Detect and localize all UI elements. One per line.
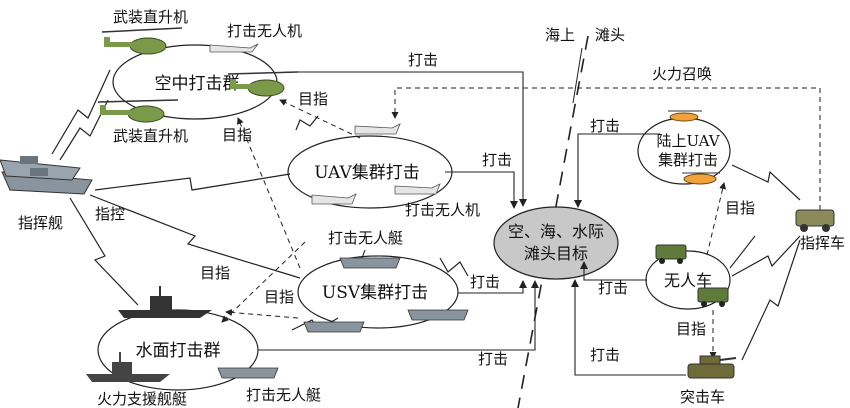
arrow-aim-usv-to-surface (225, 309, 299, 319)
arrow-aim-uav-to-air (279, 99, 361, 139)
target-node (493, 206, 619, 280)
arrow-strike-land-uav (574, 133, 660, 208)
comm-uav-air (295, 115, 319, 131)
armed-helicopter-icon (227, 71, 299, 97)
edge-label-aim-air-uav: 目指 (298, 90, 328, 108)
armed-heli-top-label: 武装直升机 (113, 8, 188, 26)
air-strike-label: 空中打击群 (155, 74, 240, 94)
strike-usv-bottom-label: 打击无人艇 (246, 386, 321, 404)
arrow-aim-uav-to-surface (221, 241, 306, 323)
edge-label-aim-usv-left: 目指 (200, 264, 230, 282)
command-ship-label: 指挥舰 (18, 214, 63, 232)
usv-icon (217, 367, 279, 379)
arrow-strike-uav (445, 171, 518, 209)
uav-swarm-label: UAV集群打击 (314, 163, 420, 183)
link-cmdvehicle-ugv (729, 235, 756, 269)
command-ship-icon (0, 156, 93, 195)
edge-label-aim-air-left: 目指 (222, 126, 252, 144)
edge-label-strike-assault: 打击 (590, 346, 620, 364)
beach-label: 滩头 (595, 26, 625, 44)
armed-helicopter-icon (101, 27, 183, 55)
edge-label-strike-surface: 打击 (478, 350, 508, 368)
comm-ship-usv (89, 194, 301, 279)
target-label-line1: 空、海、水际 (508, 222, 604, 241)
armed-heli-bottom-label: 武装直升机 (113, 127, 188, 145)
edge-label-strike-land-uav: 打击 (590, 117, 620, 135)
ugv-icon (697, 287, 729, 307)
arrow-strike-assault (571, 279, 686, 376)
comm-ship-heli-top (51, 69, 111, 155)
land-uav-label-line1: 陆上UAV (656, 132, 720, 150)
drone-icon (394, 183, 441, 195)
edge-label-strike-air: 打击 (408, 51, 438, 69)
edge-label-aim-land: 目指 (725, 199, 755, 217)
strike-uav-top-label: 打击无人机 (227, 22, 302, 40)
sea-beach-separator (572, 47, 583, 104)
arrow-strike-surface (258, 280, 539, 351)
arrow-aim-usv-to-air (237, 117, 301, 269)
edge-label-strike-ugv: 打击 (598, 279, 628, 297)
ugv-label: 无人车 (664, 271, 712, 290)
comm-ship-heli-bottom (59, 99, 109, 161)
land-uav-label-line2: 集群打击 (658, 151, 718, 169)
usv-icon (407, 309, 469, 321)
warship-icon (118, 286, 212, 318)
assault-vehicle-icon (687, 355, 737, 379)
land-uav-icon (682, 172, 720, 185)
usv-swarm-label: USV集群打击 (322, 283, 428, 303)
warship-icon (86, 352, 170, 382)
command-vehicle-label: 指挥车 (800, 234, 845, 252)
edge-label-strike-usv: 打击 (470, 273, 500, 291)
edge-label-aim-ugv: 目指 (676, 320, 706, 338)
comm-assault-vehicle (741, 239, 801, 361)
arrow-fire-summon (391, 87, 821, 210)
arrow-strike-usv (458, 280, 527, 294)
comm-ship-surface (69, 197, 139, 306)
ugv-icon (655, 244, 687, 264)
edge-label-strike-uav: 打击 (482, 151, 512, 169)
strike-uav-mid-label: 打击无人机 (405, 201, 480, 219)
surface-strike-label: 水面打击群 (136, 341, 221, 361)
fire-summon-label: 火力召唤 (652, 65, 712, 83)
assault-vehicle-label: 突击车 (680, 388, 725, 406)
comm-ugv-vehicle (731, 235, 801, 277)
strike-usv-label: 打击无人艇 (328, 229, 403, 247)
command-control-label: 指控 (95, 205, 125, 223)
armed-helicopter-icon (97, 99, 179, 123)
comm-ship-uav (94, 173, 291, 191)
edge-label-aim-usv-surface: 目指 (264, 288, 294, 306)
usv-icon (303, 321, 365, 333)
arrow-aim-ugv-to-land-uav (706, 182, 727, 256)
comm-land-uav-vehicle (731, 164, 801, 201)
target-label-line2: 滩头目标 (524, 244, 588, 263)
sea-label: 海上 (545, 26, 575, 44)
usv-tick (361, 249, 366, 259)
drone-icon (354, 123, 401, 135)
usv-icon (339, 257, 401, 269)
drone-icon (209, 43, 259, 53)
drone-icon (311, 193, 357, 205)
command-vehicle-icon (795, 209, 835, 232)
arrow-strike-ugv (580, 261, 647, 281)
land-uav-icon (668, 110, 702, 122)
fire-support-label: 火力支援舰艇 (97, 390, 187, 408)
arrow-strike-air (285, 71, 527, 207)
comm-usv-boat (439, 257, 469, 277)
